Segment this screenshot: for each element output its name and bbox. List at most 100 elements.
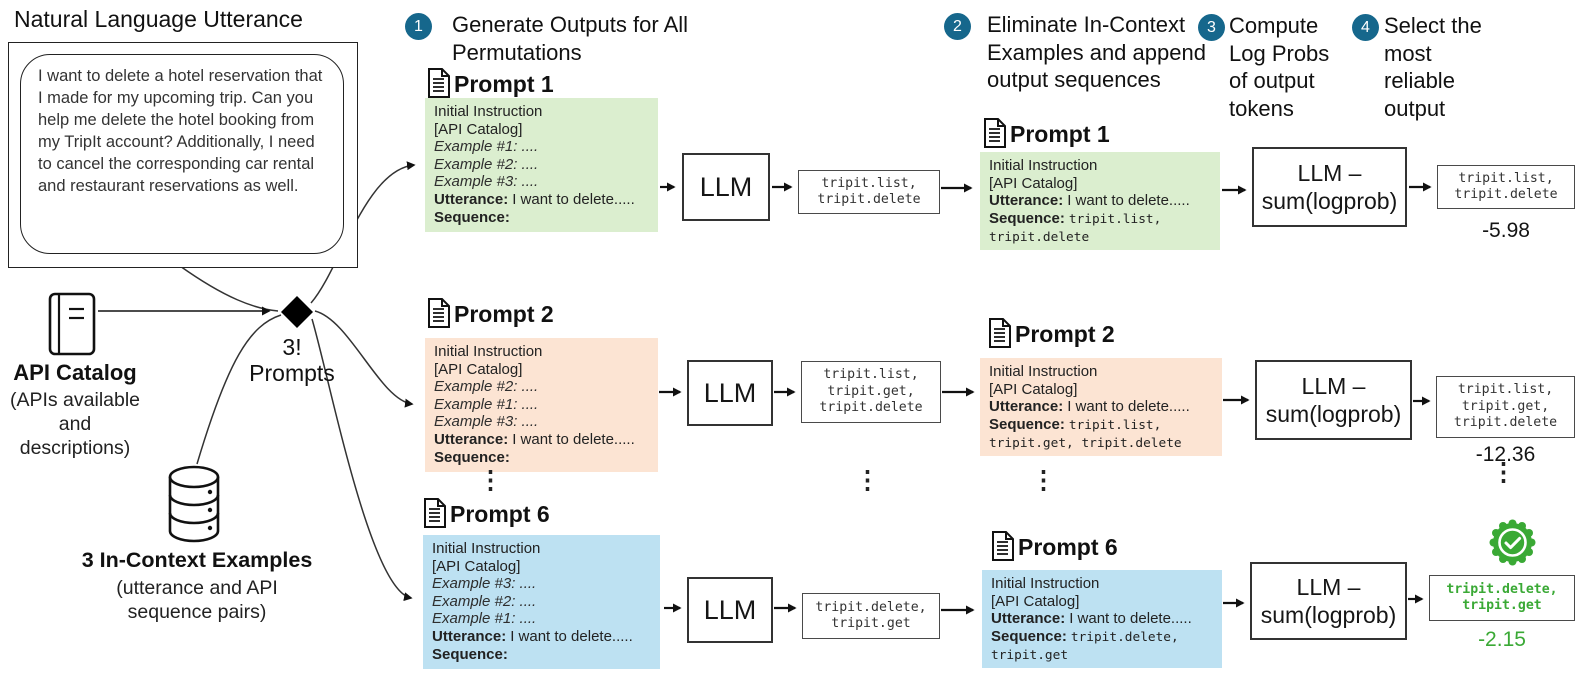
prompt-line: [API Catalog] — [989, 174, 1078, 192]
book-icon — [48, 292, 96, 361]
prompt-6-stage2-box: Initial Instruction [API Catalog] Uttera… — [982, 570, 1222, 668]
utterance-label: Utterance: — [989, 192, 1064, 210]
prompt-6-stage1-box: Initial Instruction [API Catalog] Exampl… — [423, 535, 660, 669]
in-context-examples-label: 3 In-Context Examples — [81, 548, 313, 572]
output-sequence: tripit.list, tripit.delete — [1454, 170, 1558, 203]
prompt-utterance-line: Utterance:I want to delete..... — [989, 192, 1212, 210]
llm-box-row1: LLM — [682, 153, 770, 221]
llm-logprob-label: LLM – sum(logprob) — [1261, 160, 1398, 214]
prompt-2-stage1-box: Initial Instruction [API Catalog] Exampl… — [425, 338, 658, 472]
prompt-line: Initial Instruction — [989, 157, 1098, 174]
step-4-text: Select the most reliable output — [1384, 13, 1482, 121]
sequence-label: Sequence: — [989, 415, 1065, 433]
document-icon — [428, 298, 450, 328]
logprob-score-row2: -12.36 — [1475, 443, 1536, 466]
output-sequence: tripit.list, tripit.get, tripit.delete — [819, 367, 923, 416]
document-icon — [984, 118, 1006, 148]
prompt-line: Initial Instruction — [991, 575, 1100, 592]
utterance-label: Utterance: — [432, 627, 507, 645]
step-2-text: Eliminate In-Context Examples and append… — [987, 12, 1206, 92]
prompt-line: [API Catalog] — [432, 557, 521, 575]
llm-label: LLM — [703, 594, 757, 625]
prompt-example-line: Example #1: .... — [434, 395, 539, 413]
logprob-score-row3: -2.15 — [1478, 628, 1526, 651]
in-context-examples-sublabel: (utterance and API sequence pairs) — [116, 577, 278, 623]
prompt-example-line: Example #2: .... — [434, 378, 539, 396]
sequence-label: Sequence: — [989, 209, 1065, 227]
prompt-line: [API Catalog] — [434, 360, 523, 378]
prompt-line: Initial Instruction — [989, 363, 1098, 380]
prompt-title-label: Prompt 6 — [450, 501, 550, 527]
prompt-sequence-line: Sequence: — [434, 449, 650, 468]
prompt-example-line: Example #1: .... — [434, 138, 539, 156]
step-3-text: Compute Log Probs of output tokens — [1229, 13, 1330, 121]
utterance-value: I want to delete..... — [1067, 192, 1190, 210]
prompt-title-label: Prompt 6 — [1018, 534, 1118, 560]
prompt-example-line: Example #3: .... — [434, 173, 539, 191]
utterance-label: Utterance: — [991, 610, 1066, 628]
prompt-sequence-line: Sequence:tripit.delete, tripit.get — [991, 628, 1214, 665]
prompt-2-title-stage2: Prompt 2 — [988, 318, 1115, 348]
prompt-6-title: Prompt 6 — [423, 498, 550, 528]
utterance-value: I want to delete..... — [1067, 398, 1190, 416]
prompt-example-line: Example #3: .... — [432, 575, 537, 593]
prompt-example-line: Example #2: .... — [432, 592, 537, 610]
llm-label: LLM — [699, 171, 753, 202]
prompt-1-title: Prompt 1 — [427, 68, 554, 98]
prompt-utterance-line: Utterance:I want to delete..... — [434, 191, 650, 209]
step-4-number: 4 — [1361, 18, 1370, 36]
document-icon — [989, 318, 1011, 348]
api-catalog-sublabel: (APIs available and descriptions) — [9, 389, 141, 459]
prompt-1-title-stage2: Prompt 1 — [983, 118, 1110, 148]
utterance-value: I want to delete..... — [510, 627, 633, 645]
document-icon — [424, 498, 446, 528]
prompt-sequence-line: Sequence: — [434, 209, 650, 228]
prompt-example-line: Example #1: .... — [432, 610, 537, 628]
output-sequence: tripit.delete, tripit.get — [815, 599, 927, 632]
prompt-6-title-stage2: Prompt 6 — [991, 531, 1118, 561]
verified-check-badge-icon — [1489, 519, 1536, 566]
step-1-text: Generate Outputs for All Permutations — [452, 12, 689, 65]
step-1-badge: 1 — [405, 13, 432, 40]
prompt-2-stage2-box: Initial Instruction [API Catalog] Uttera… — [980, 358, 1222, 456]
factorial-label: 3! — [282, 334, 302, 360]
natural-language-utterance-title: Natural Language Utterance — [14, 6, 303, 32]
database-icon — [166, 464, 222, 549]
prompt-utterance-line: Utterance:I want to delete..... — [432, 628, 652, 646]
llm-label: LLM — [703, 377, 757, 408]
prompt-line: Initial Instruction — [434, 343, 543, 360]
ellipsis-outputs-stage1: ⋮ — [855, 466, 880, 494]
utterance-label: Utterance: — [434, 430, 509, 448]
ellipsis-scores: ⋮ — [1491, 458, 1516, 486]
output-box-row3-stage2: tripit.delete, tripit.get — [1429, 575, 1575, 621]
prompt-line: [API Catalog] — [434, 120, 523, 138]
output-sequence-winner: tripit.delete, tripit.get — [1446, 581, 1558, 614]
logprob-score-row1: -5.98 — [1482, 219, 1530, 242]
llm-logprob-box-row3: LLM – sum(logprob) — [1250, 562, 1407, 640]
prompt-example-line: Example #2: .... — [434, 155, 539, 173]
diamond-merge-icon — [281, 296, 313, 328]
ellipsis-prompts-stage2: ⋮ — [1031, 466, 1056, 494]
prompt-utterance-line: Utterance:I want to delete..... — [991, 610, 1214, 628]
output-sequence: tripit.list, tripit.delete — [817, 175, 921, 208]
llm-logprob-label: LLM – sum(logprob) — [1265, 373, 1402, 427]
utterance-text: I want to delete a hotel reservation tha… — [38, 67, 323, 195]
llm-logprob-label: LLM – sum(logprob) — [1260, 574, 1397, 628]
utterance-speech-bubble: I want to delete a hotel reservation tha… — [20, 54, 344, 254]
prompts-node-label: Prompts — [249, 360, 335, 386]
prompt-title-label: Prompt 2 — [1015, 321, 1115, 347]
prompt-utterance-line: Utterance:I want to delete..... — [989, 398, 1214, 416]
utterance-value: I want to delete..... — [512, 430, 635, 448]
llm-logprob-box-row1: LLM – sum(logprob) — [1252, 147, 1407, 227]
step-1-number: 1 — [414, 17, 423, 35]
utterance-value: I want to delete..... — [512, 190, 635, 208]
prompt-line: [API Catalog] — [991, 592, 1080, 610]
step-2-number: 2 — [953, 17, 962, 35]
utterance-label: Utterance: — [989, 398, 1064, 416]
document-icon — [428, 68, 450, 98]
llm-box-row3: LLM — [687, 577, 773, 643]
output-box-row1-stage2: tripit.list, tripit.delete — [1437, 165, 1575, 209]
prompt-line: Initial Instruction — [432, 540, 541, 557]
output-box-row2-stage2: tripit.list, tripit.get, tripit.delete — [1436, 376, 1575, 438]
